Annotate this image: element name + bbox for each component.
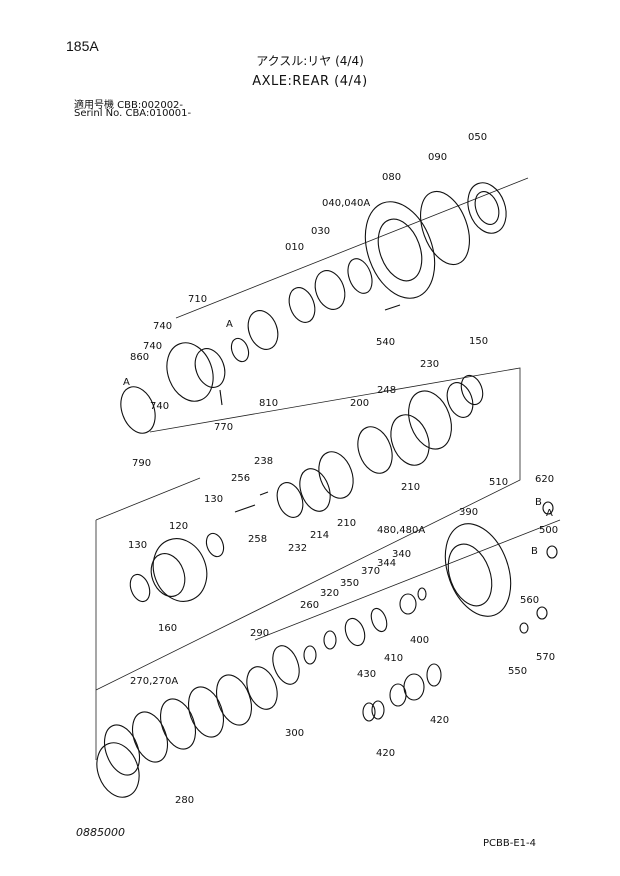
label-410: 410 (384, 653, 403, 664)
label-810: 810 (259, 398, 278, 409)
label-390: 390 (459, 507, 478, 518)
label-290: 290 (250, 628, 269, 639)
label-620: 620 (535, 474, 554, 485)
serial-line-1: 適用号機 CBB:002002- (74, 100, 184, 111)
label-040-040a: 040,040A (322, 198, 370, 209)
label-740-c: 740 (150, 401, 169, 412)
label-430: 430 (357, 669, 376, 680)
part-labels: 050 090 080 040,040A 030 010 710 740 A 7… (123, 132, 558, 806)
label-b-2: B (531, 546, 538, 557)
label-300: 300 (285, 728, 304, 739)
label-230: 230 (420, 359, 439, 370)
label-560: 560 (520, 595, 539, 606)
label-740-a: 740 (153, 321, 172, 332)
label-130-b: 130 (128, 540, 147, 551)
title-japanese: アクスル:リヤ (4/4) (256, 54, 364, 68)
label-510: 510 (489, 477, 508, 488)
label-238: 238 (254, 456, 273, 467)
label-550: 550 (508, 666, 527, 677)
label-258: 258 (248, 534, 267, 545)
label-050: 050 (468, 132, 487, 143)
label-344: 344 (377, 558, 396, 569)
label-090: 090 (428, 152, 447, 163)
label-740-b: 740 (143, 341, 162, 352)
carrier-group (129, 374, 484, 603)
label-030: 030 (311, 226, 330, 237)
label-a-1: A (226, 319, 233, 330)
label-790: 790 (132, 458, 151, 469)
label-350: 350 (340, 578, 359, 589)
label-214: 214 (310, 530, 329, 541)
label-130-a: 130 (204, 494, 223, 505)
label-a-3: A (546, 508, 553, 519)
label-256: 256 (231, 473, 250, 484)
page-id: 185A (66, 38, 99, 54)
label-400: 400 (410, 635, 429, 646)
label-860: 860 (130, 352, 149, 363)
label-320: 320 (320, 588, 339, 599)
label-340: 340 (392, 549, 411, 560)
label-248: 248 (377, 385, 396, 396)
label-232: 232 (288, 543, 307, 554)
label-420-a: 420 (430, 715, 449, 726)
label-770: 770 (214, 422, 233, 433)
label-260: 260 (300, 600, 319, 611)
label-200: 200 (350, 398, 369, 409)
title-english: AXLE:REAR (4/4) (252, 74, 368, 89)
label-570: 570 (536, 652, 555, 663)
label-120: 120 (169, 521, 188, 532)
label-540: 540 (376, 337, 395, 348)
label-270-270a: 270,270A (130, 676, 178, 687)
serial-line-2: Serinl No. CBA:010001- (74, 108, 192, 119)
label-080: 080 (382, 172, 401, 183)
drawing-code: 0885000 (76, 826, 125, 839)
label-420-b: 420 (376, 748, 395, 759)
label-150: 150 (469, 336, 488, 347)
label-370: 370 (361, 566, 380, 577)
page-reference: PCBB-E1-4 (483, 838, 536, 849)
label-010: 010 (285, 242, 304, 253)
label-710: 710 (188, 294, 207, 305)
label-b-1: B (535, 497, 542, 508)
label-480-480a: 480,480A (377, 525, 425, 536)
label-500: 500 (539, 525, 558, 536)
label-210-b: 210 (337, 518, 356, 529)
label-210-a: 210 (401, 482, 420, 493)
label-280: 280 (175, 795, 194, 806)
frame-lines (95, 177, 561, 760)
label-a-2: A (123, 377, 130, 388)
label-160: 160 (158, 623, 177, 634)
brake-group (96, 501, 558, 798)
hub-group (120, 182, 507, 434)
